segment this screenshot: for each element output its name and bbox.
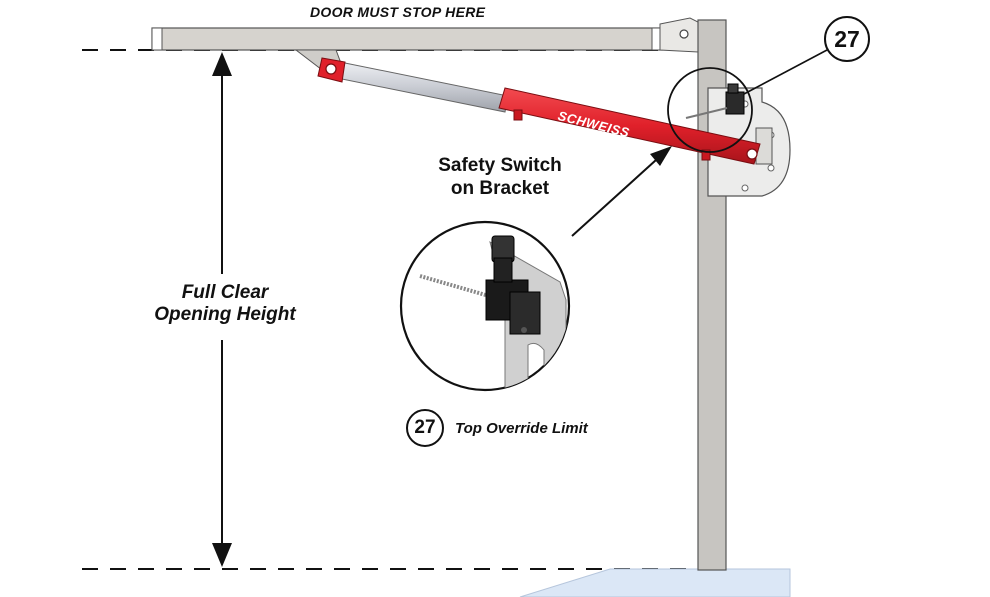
beam-left-cap [151, 27, 163, 51]
full-clear-opening-label: Full Clear Opening Height [150, 282, 300, 326]
safety-switch-label-line2: on Bracket [450, 178, 550, 199]
inset-threaded-rod [419, 274, 497, 300]
hydraulic-cylinder [317, 57, 761, 165]
inset-switch-mount [509, 291, 541, 335]
rod-end-pin [325, 63, 337, 75]
top-hinge-plate [659, 17, 699, 53]
inset-switch-neck [493, 257, 513, 283]
floor-slab [519, 568, 791, 597]
cylinder-rod [336, 61, 509, 113]
full-clear-label-line2: Opening Height [154, 304, 296, 325]
callout-leader-line [743, 49, 828, 95]
top-override-limit-label: Top Override Limit [455, 420, 588, 437]
part-number-badge: 27 [824, 16, 870, 62]
bracket-bolt [767, 164, 775, 172]
barrel-port [513, 109, 523, 121]
barrel-port [701, 149, 711, 161]
safety-switch-label-line1: Safety Switch [438, 155, 562, 176]
down-arrow-icon [212, 543, 232, 567]
cylinder-barrel [498, 87, 761, 165]
bracket-switch-rod [685, 107, 728, 119]
pointer-arrow-icon [650, 146, 672, 166]
switch-callout-circle [667, 67, 753, 153]
full-clear-label-line1: Full Clear [181, 282, 269, 303]
up-arrow-icon [212, 52, 232, 76]
bracket-bolt [741, 184, 749, 192]
inset-part-number-badge: 27 [406, 409, 444, 447]
door-top-beam [151, 27, 663, 51]
safety-switch-label: Safety Switch on Bracket [430, 154, 570, 200]
top-hinge-pin [679, 29, 689, 39]
bracket-limit-switch [725, 91, 745, 115]
door-stop-label: DOOR MUST STOP HERE [310, 4, 486, 20]
barrel-end-pin [746, 148, 758, 160]
pointer-arrow-shaft [571, 159, 657, 237]
inset-detail [419, 235, 567, 390]
bracket-switch-cap [727, 83, 739, 94]
inset-switch-screw [521, 327, 527, 333]
